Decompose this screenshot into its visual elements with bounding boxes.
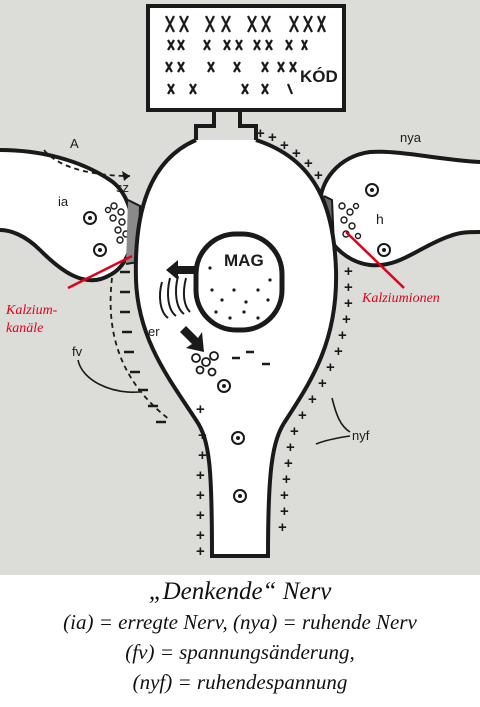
- label-h: h: [376, 211, 384, 227]
- svg-text:+: +: [286, 439, 295, 456]
- er-arrow: [180, 326, 204, 352]
- caption: „Denkende“ Nerv (ia) = erregte Nerv, (ny…: [0, 575, 480, 707]
- fv-pointer: [77, 359, 141, 393]
- svg-text:+: +: [256, 125, 265, 142]
- svg-text:+: +: [280, 137, 289, 154]
- vesicles-right: [338, 202, 362, 240]
- fv-dashed-arrow: [109, 277, 171, 421]
- endoplasmic-reticulum: [159, 275, 191, 319]
- neuron-diagram: KÓD ia sz A nya h: [0, 0, 480, 575]
- label-nya: nya: [400, 130, 422, 145]
- svg-text:+: +: [338, 327, 347, 344]
- neuron-body: MAG er: [133, 138, 339, 558]
- svg-text:+: +: [292, 145, 301, 162]
- label-sz: sz: [116, 180, 129, 195]
- svg-text:+: +: [344, 263, 353, 280]
- nucleus: [193, 231, 285, 333]
- svg-text:+: +: [334, 343, 343, 360]
- svg-text:+: +: [344, 295, 353, 312]
- svg-text:+: +: [196, 507, 205, 524]
- svg-text:+: +: [290, 423, 299, 440]
- svg-text:+: +: [278, 519, 287, 536]
- label-nyf: nyf: [352, 428, 370, 443]
- svg-text:+: +: [326, 359, 335, 376]
- right-nerve-terminal: nya h: [317, 130, 480, 268]
- svg-text:+: +: [344, 279, 353, 296]
- vesicle-cluster: [191, 351, 219, 377]
- svg-text:+: +: [282, 471, 291, 488]
- svg-text:+: +: [198, 427, 207, 444]
- svg-text:+: +: [196, 543, 205, 560]
- nucleus-label: MAG: [224, 251, 264, 270]
- svg-text:+: +: [268, 129, 277, 146]
- svg-text:+: +: [196, 467, 205, 484]
- label-calcium-channels-2: kanäle: [6, 321, 43, 336]
- label-calcium-channels-1: Kalzium-: [5, 303, 58, 318]
- label-calcium-ions: Kalziumionen: [361, 291, 440, 306]
- svg-text:+: +: [318, 375, 327, 392]
- code-box: KÓD: [146, 4, 346, 112]
- svg-text:+: +: [196, 487, 205, 504]
- caption-line-2: (fv) = spannungsänderung,: [125, 640, 355, 664]
- vesicles-left: [104, 202, 130, 244]
- svg-text:+: +: [308, 391, 317, 408]
- svg-text:+: +: [196, 527, 205, 544]
- caption-line-1: (ia) = erregte Nerv, (nya) = ruhende Ner…: [63, 610, 417, 634]
- channels-annotation-line: [67, 254, 133, 290]
- svg-text:+: +: [198, 447, 207, 464]
- svg-text:+: +: [298, 407, 307, 424]
- chromatin-dots: [208, 266, 272, 320]
- label-fv: fv: [72, 344, 83, 359]
- svg-text:+: +: [342, 311, 351, 328]
- chromosome-pattern: [165, 15, 327, 95]
- ions-annotation-line: [345, 231, 405, 289]
- signal-arrow-a: [43, 149, 131, 177]
- svg-text:+: +: [280, 487, 289, 504]
- svg-text:+: +: [304, 155, 313, 172]
- code-label: KÓD: [300, 67, 338, 86]
- label-a: A: [70, 136, 79, 151]
- svg-text:+: +: [196, 401, 205, 418]
- left-nerve-terminal: ia sz A: [0, 136, 142, 283]
- nyf-pointers: [315, 397, 351, 445]
- svg-text:+: +: [284, 455, 293, 472]
- membrane-charges: ++++++ ++++++ ++++++ +++++ ++++++ ++: [196, 125, 353, 560]
- svg-text:+: +: [280, 503, 289, 520]
- caption-line-3: (nyf) = ruhendespannung: [132, 670, 348, 694]
- label-er: er: [148, 324, 160, 339]
- label-ia: ia: [58, 194, 69, 209]
- svg-text:+: +: [314, 167, 323, 184]
- caption-title: „Denkende“ Nerv: [148, 578, 332, 605]
- nucleus-arrow: [166, 260, 196, 280]
- neuron-illustration: KÓD ia sz A nya h: [0, 4, 480, 560]
